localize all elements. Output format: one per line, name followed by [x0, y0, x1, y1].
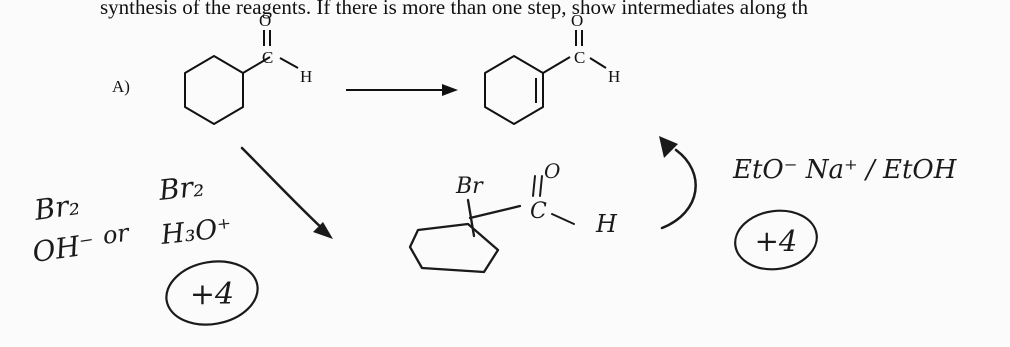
cyclohexane-ring: [184, 55, 244, 125]
reagent-connector: or: [101, 218, 132, 250]
product: O C H: [484, 11, 620, 125]
right-score: +4: [755, 224, 798, 258]
aldehyde-h-bond: [279, 57, 299, 69]
hand-arrow-down: [240, 146, 333, 239]
hand-arrow-up: [659, 136, 697, 230]
intermediate-h-bond: [551, 213, 575, 225]
reagent-hydroxide: OH⁻: [30, 228, 96, 269]
instruction-text: synthesis of the reagents. If there is m…: [100, 0, 808, 19]
intermediate-co-line-a: [532, 175, 536, 197]
carbonyl-carbon: C: [262, 48, 273, 67]
aldehyde-hydrogen: H: [300, 67, 312, 86]
starting-material: O C H: [184, 11, 312, 125]
problem-label: A): [112, 77, 130, 96]
intermediate-carbonyl-bond: [468, 204, 522, 220]
intermediate: Br O C H: [408, 159, 618, 274]
carbonyl-oxygen: O: [259, 11, 271, 30]
intermediate-ring: [408, 222, 500, 274]
reaction-arrow: [346, 84, 458, 96]
left-score: +4: [190, 277, 234, 312]
ring-to-carbonyl-bond: [242, 56, 271, 74]
intermediate-carbon: C: [530, 199, 547, 224]
carbonyl-oxygen: O: [571, 11, 583, 30]
left-reagents: Br₂ OH⁻ or Br₂ H₃O⁺: [30, 169, 233, 269]
right-reagents: EtO⁻ Na⁺ / EtOH: [732, 155, 958, 185]
arrow-head: [659, 136, 678, 158]
reagent-br2-b: Br₂: [156, 169, 205, 207]
intermediate-co-line-b: [539, 175, 543, 197]
arrow-head: [313, 222, 333, 239]
reagent-hydronium: H₃O⁺: [158, 213, 233, 251]
carbonyl-carbon: C: [574, 48, 585, 67]
cyclohexene-ring: [484, 55, 544, 125]
aldehyde-hydrogen: H: [608, 67, 620, 86]
intermediate-oxygen: O: [544, 159, 560, 183]
intermediate-hydrogen: H: [595, 210, 618, 238]
aldehyde-h-bond: [589, 57, 607, 69]
intermediate-bromine: Br: [455, 174, 484, 199]
ring-to-carbonyl-bond: [542, 56, 571, 74]
arrow-head: [442, 84, 458, 96]
left-score-badge: +4: [165, 260, 259, 326]
reagent-br2-a: Br₂: [31, 188, 81, 227]
right-score-badge: +4: [734, 209, 818, 271]
